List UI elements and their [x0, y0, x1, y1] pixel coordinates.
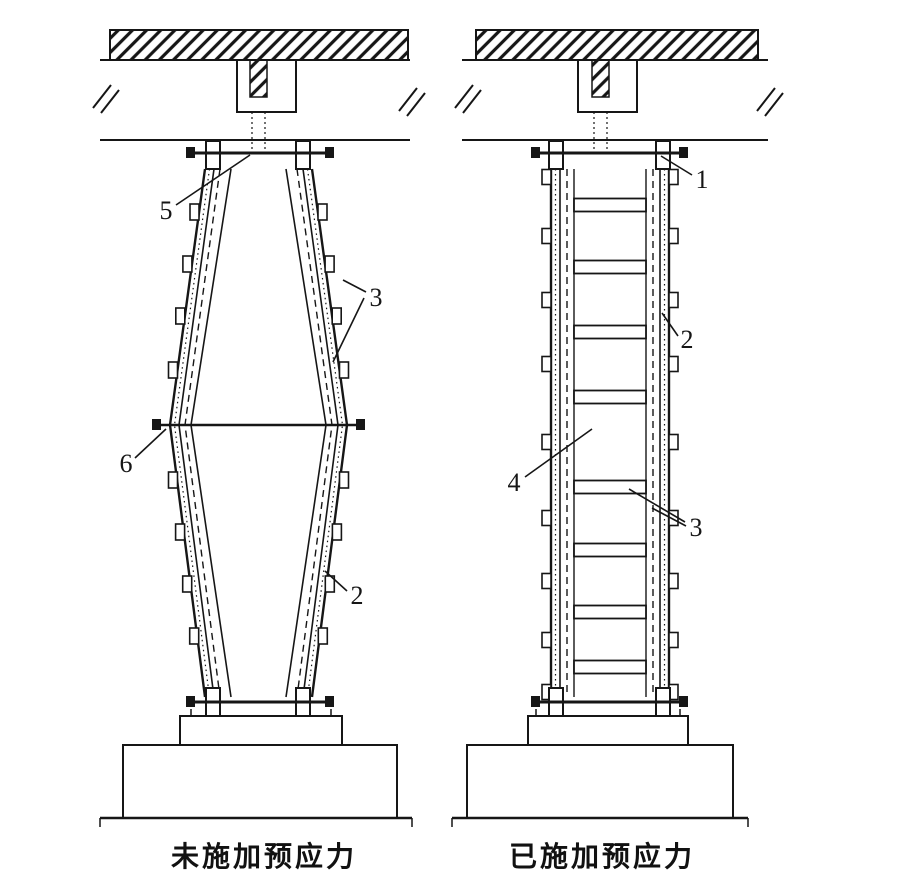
mid-tie-rod: [152, 419, 365, 430]
stub-hatch: [249, 59, 268, 98]
label-2: 2: [351, 581, 364, 610]
leader-3b: [332, 297, 365, 363]
stub-hatch: [591, 59, 610, 98]
floor-slab-and-beam: [454, 29, 784, 149]
label-3: 3: [690, 513, 703, 542]
batten-plates: [573, 197, 647, 675]
caption-before-prestress: 未施加预应力: [171, 840, 357, 872]
leader-3a: [342, 279, 367, 293]
batten-tabs-left-side: [541, 168, 552, 701]
straight-steel-angles: [549, 169, 671, 697]
leader-lines: [134, 154, 367, 592]
bottom-clamp: [531, 687, 688, 717]
leader-2: [324, 570, 348, 592]
break-mark-right: [756, 87, 784, 117]
foundation: [451, 709, 749, 827]
label-5: 5: [160, 196, 173, 225]
slab-hatch: [109, 29, 409, 61]
bowed-steel-angles: [168, 168, 349, 698]
slab-hatch: [475, 29, 759, 61]
break-mark-left: [454, 84, 482, 114]
label-1: 1: [696, 165, 709, 194]
floor-slab-and-beam: [92, 29, 426, 149]
panel-before-prestress: 5 3 6 2 未施加预应力: [92, 29, 426, 872]
break-mark-left: [92, 84, 120, 114]
break-mark-right: [398, 87, 426, 117]
caption-after-prestress: 已施加预应力: [509, 840, 695, 872]
batten-tabs-right-side: [317, 203, 350, 645]
leader-6: [134, 428, 167, 459]
panel-after-prestress: 1 2 4 3 已施加预应力: [451, 29, 784, 872]
label-4: 4: [508, 468, 521, 497]
label-6: 6: [120, 449, 133, 478]
top-clamp: [531, 140, 688, 170]
leader-lines: [524, 155, 693, 527]
batten-tabs-left-side: [167, 203, 200, 645]
leader-4: [524, 428, 593, 478]
beam-stub: [236, 60, 297, 113]
leader-5: [175, 154, 251, 206]
top-clamp: [186, 140, 334, 170]
foundation: [99, 709, 413, 827]
leader-3a: [628, 488, 686, 523]
label-2: 2: [681, 325, 694, 354]
label-3: 3: [370, 283, 383, 312]
leader-3b: [651, 507, 687, 527]
bottom-clamp: [186, 687, 334, 717]
leader-1: [660, 155, 693, 176]
leader-2: [661, 312, 679, 337]
batten-tabs-right-side: [668, 168, 679, 701]
